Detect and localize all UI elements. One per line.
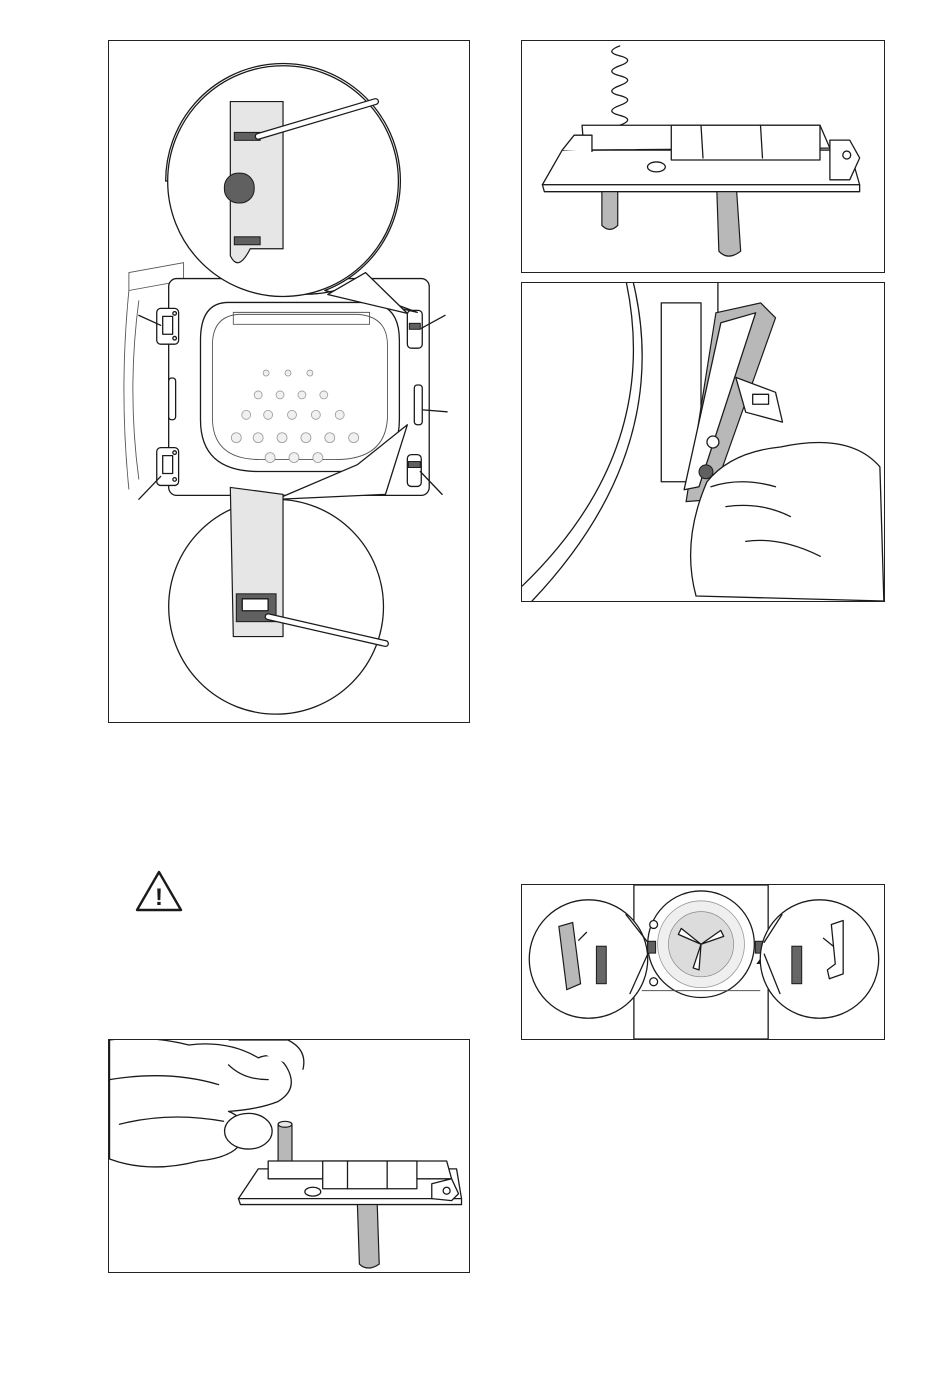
figure-reversal-detail: [521, 884, 885, 1040]
door-lock-reversal-detail-illustration: [522, 885, 884, 1039]
warning-symbol: !: [155, 884, 163, 911]
figure-door-hinges: [108, 40, 470, 723]
hand-inserting-pin-into-lock-illustration: [109, 1040, 469, 1272]
figure-lock-spring: [521, 40, 885, 273]
figure-lock-removal: [521, 282, 885, 602]
hand-removing-door-lock-illustration: [522, 283, 884, 601]
dryer-door-hinge-removal-illustration: [109, 41, 469, 722]
figure-pin-insert: [108, 1039, 470, 1273]
door-lock-with-spring-illustration: [522, 41, 884, 272]
warning-triangle-icon: !: [135, 870, 183, 912]
